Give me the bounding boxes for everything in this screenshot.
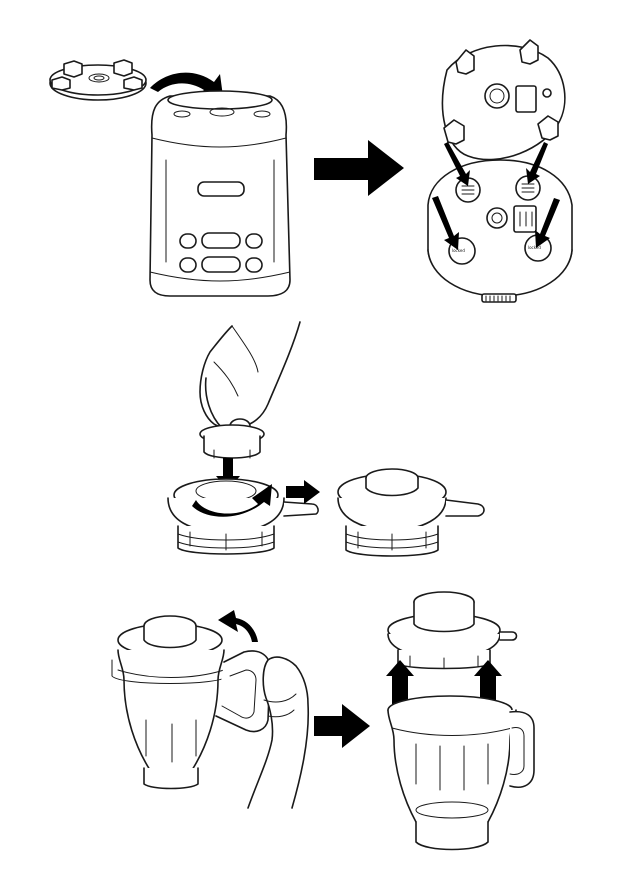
curved-arrow-icon [218,610,258,642]
control-button [246,234,262,248]
blender-jar-left [112,616,270,789]
base-cover-disc [50,60,146,100]
motor-base [150,91,290,296]
black-arrow-icon [314,704,370,748]
jar-lid-right [338,469,484,556]
lock-mark-label: locked [452,248,465,253]
lock-mark-label: locked [528,245,541,250]
control-button [180,258,196,272]
black-arrow-icon [314,140,404,196]
blender-jar-right [388,696,534,850]
control-button [202,257,240,272]
black-arrow-icon [286,480,320,504]
jar-lid-lifted [388,592,517,669]
step-2-lid-assembly [168,322,484,556]
base-underside-exploded: locked locked [428,40,572,302]
step-1-blender-base: locked locked [50,40,572,302]
control-button [202,233,240,248]
step-3-jar-removal [112,592,534,850]
control-button [246,258,262,272]
control-button [180,234,196,248]
